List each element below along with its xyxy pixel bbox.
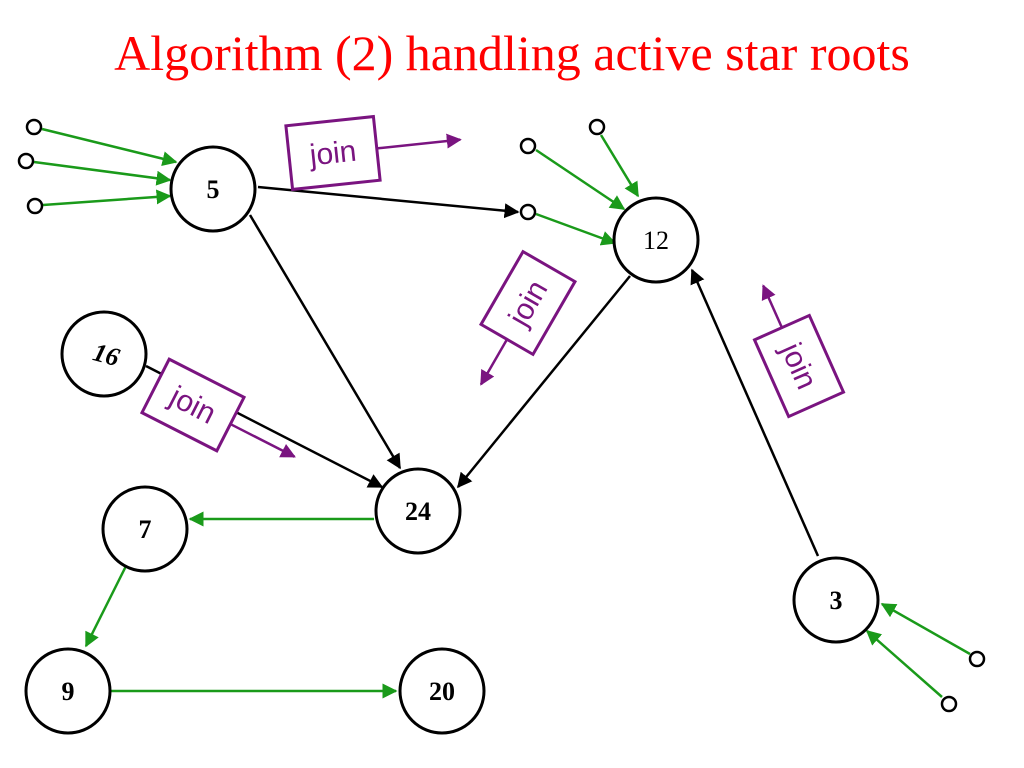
- join-annotation-top: join: [284, 114, 462, 192]
- join-annotation-middle: join: [478, 249, 578, 386]
- leaf-node: [519, 137, 537, 155]
- leaf-node: [940, 695, 958, 713]
- node-7: [101, 485, 189, 573]
- leaf-node: [968, 650, 986, 668]
- edge-leaf-b-to-5: [33, 160, 172, 186]
- edge-leaf-d-to-12: [535, 148, 626, 211]
- join-box: [752, 313, 846, 419]
- join-label-top: join: [307, 135, 358, 173]
- node-16: [60, 310, 148, 398]
- edge-5-to-12-stub: [257, 185, 520, 219]
- edge-leaf-h-to-3: [865, 630, 943, 698]
- leaf-node: [25, 118, 43, 136]
- green-edges: [33, 127, 971, 699]
- node-12-label: 12: [643, 226, 669, 255]
- join-arrow-left: [229, 422, 296, 458]
- node-20-label: 20: [429, 677, 455, 706]
- node-12: [612, 196, 700, 284]
- node-3: [792, 556, 880, 644]
- node-20: [398, 647, 486, 735]
- edge-leaf-e-to-12: [599, 134, 640, 198]
- node-labels: 5 12 16 24 7 9 20 3: [62, 175, 843, 706]
- node-3-label: 3: [830, 586, 843, 615]
- edge-5-to-24: [248, 214, 402, 470]
- leaf-node: [519, 203, 537, 221]
- node-7-label: 7: [139, 515, 152, 544]
- node-9: [24, 647, 112, 735]
- leaf-nodes: [17, 118, 986, 713]
- black-edges: [145, 185, 820, 557]
- edge-7-to-9: [84, 563, 129, 648]
- edge-3-to-12: [690, 268, 820, 557]
- main-nodes: [24, 145, 880, 735]
- join-annotation-left: join: [139, 357, 296, 458]
- edge-leaf-f-to-12: [535, 212, 617, 246]
- edge-leaf-a-to-5: [41, 127, 178, 167]
- node-5-label: 5: [207, 175, 220, 204]
- edge-leaf-c-to-5: [42, 189, 172, 207]
- node-5: [169, 145, 257, 233]
- join-box: [139, 357, 247, 453]
- edge-12-to-24: [457, 275, 631, 489]
- node-24: [374, 467, 462, 555]
- join-arrow-middle: [479, 338, 509, 386]
- join-annotation-right: join: [752, 284, 846, 419]
- slide-title: Algorithm (2) handling active star roots: [114, 25, 910, 81]
- edge-leaf-g-to-3: [880, 602, 971, 656]
- leaf-node: [17, 152, 35, 170]
- leaf-node: [588, 118, 606, 136]
- node-9-label: 9: [62, 677, 75, 706]
- node-24-label: 24: [405, 497, 431, 526]
- join-arrow-right: [761, 284, 784, 329]
- leaf-node: [26, 197, 44, 215]
- join-arrow-top: [376, 133, 462, 150]
